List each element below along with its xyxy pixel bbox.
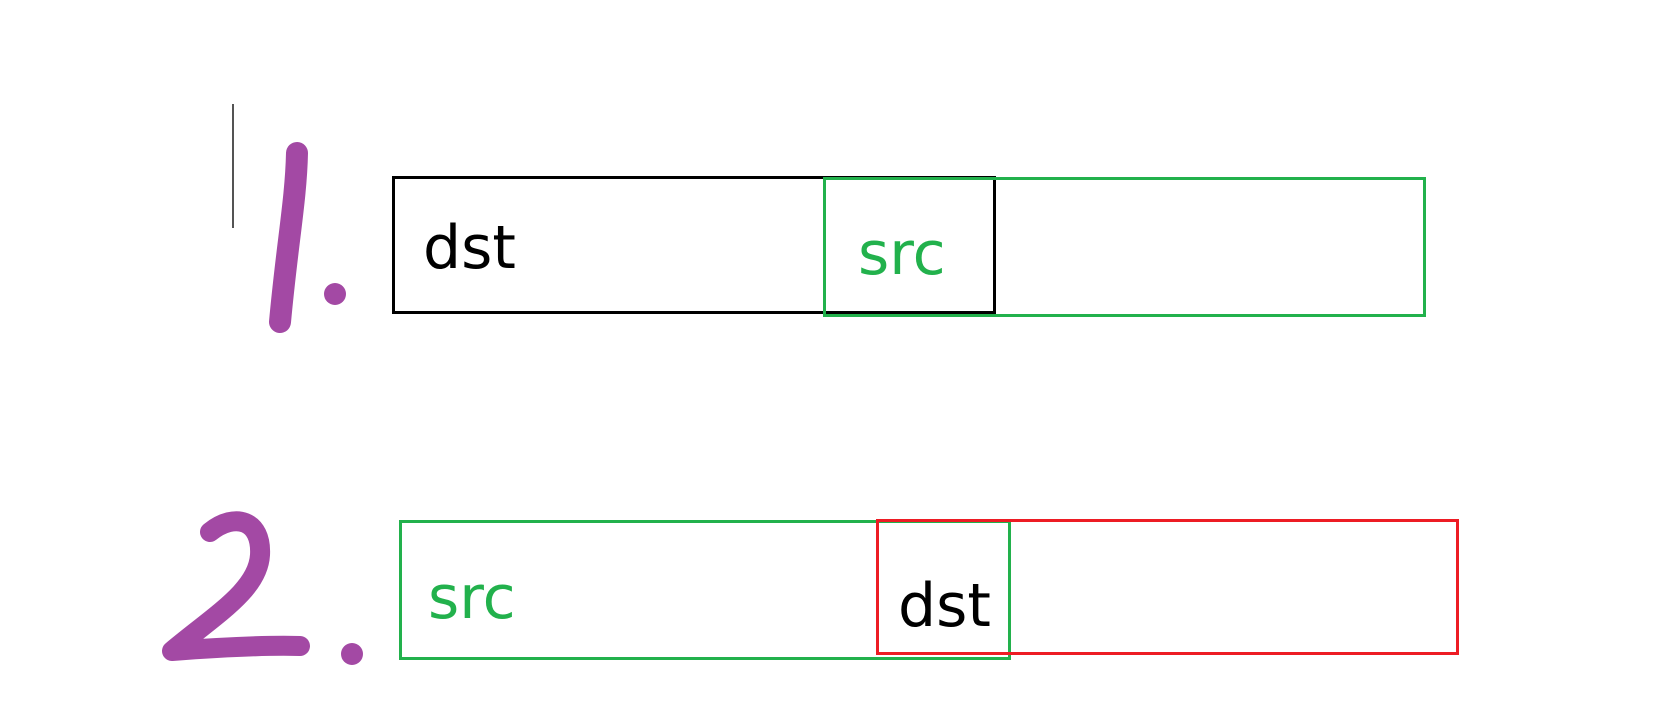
case2-src-label: src [428, 563, 516, 633]
case1-src-label: src [858, 219, 946, 289]
case1-number-mark [269, 142, 346, 333]
case1-dst-label: dst [423, 213, 516, 283]
case2-src-box [399, 520, 1011, 660]
case1-src-box [823, 177, 1426, 317]
case1-dst-box [392, 176, 996, 314]
case2-number-mark [162, 511, 363, 665]
case2-dst-box [876, 519, 1459, 655]
case2-dst-label: dst [898, 571, 991, 641]
